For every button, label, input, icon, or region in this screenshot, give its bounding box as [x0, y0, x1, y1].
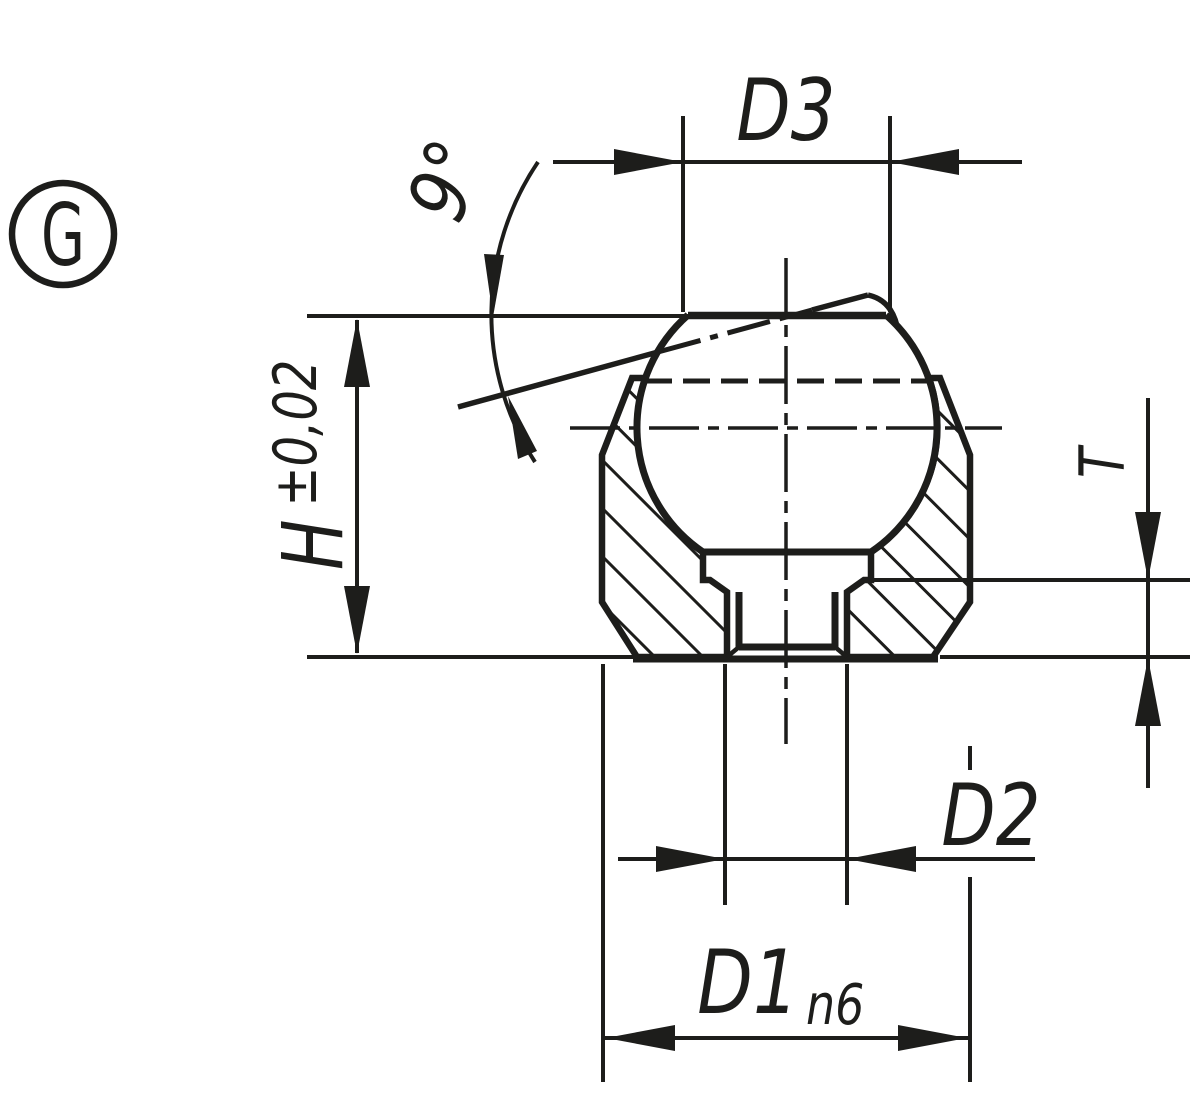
label-d2: D2	[941, 765, 1040, 866]
t-arrow-down	[1135, 512, 1161, 580]
tilted-line-solid-left	[457, 349, 659, 410]
d2-arrow-left	[656, 846, 725, 872]
label-h-main: H	[264, 519, 362, 570]
angle-arrow-top	[484, 254, 504, 317]
dimension-t	[862, 398, 1190, 788]
d3-arrow-right	[890, 149, 959, 175]
view-balloon: G	[8, 179, 118, 289]
d1-arrow-left	[606, 1025, 675, 1051]
d2-arrow-right	[847, 846, 916, 872]
h-arrow-top	[344, 319, 370, 387]
label-t: T	[1068, 444, 1140, 478]
dimension-d1	[601, 664, 972, 1082]
t-arrow-up	[1135, 658, 1161, 726]
label-h: H ±0,02	[261, 360, 362, 570]
view-balloon-label: G	[41, 186, 85, 286]
d3-arrow-left	[614, 149, 683, 175]
hole-chamfer-right	[833, 645, 849, 659]
hole-chamfer-left	[725, 645, 741, 659]
angle-arrow-bottom	[508, 396, 537, 459]
d1-arrow-right	[898, 1025, 967, 1051]
label-d1-fit: n6	[806, 973, 864, 1039]
ball-outline	[633, 311, 941, 555]
dimension-d3	[553, 116, 1022, 312]
view-balloon-circle	[8, 179, 118, 289]
dimension-h	[307, 314, 690, 659]
ball-arc-left	[633, 312, 705, 555]
label-angle: 9°	[389, 128, 504, 233]
label-h-tolerance: ±0,02	[261, 360, 331, 507]
dimension-angle	[484, 160, 540, 464]
label-d3: D3	[736, 60, 835, 161]
ball-arc-right	[869, 312, 941, 555]
tilted-line-solid-right	[811, 292, 869, 313]
dimension-d2	[618, 664, 1035, 905]
center-lines	[570, 258, 1002, 744]
label-d1: D1	[697, 931, 798, 1034]
h-arrow-bottom	[344, 586, 370, 654]
